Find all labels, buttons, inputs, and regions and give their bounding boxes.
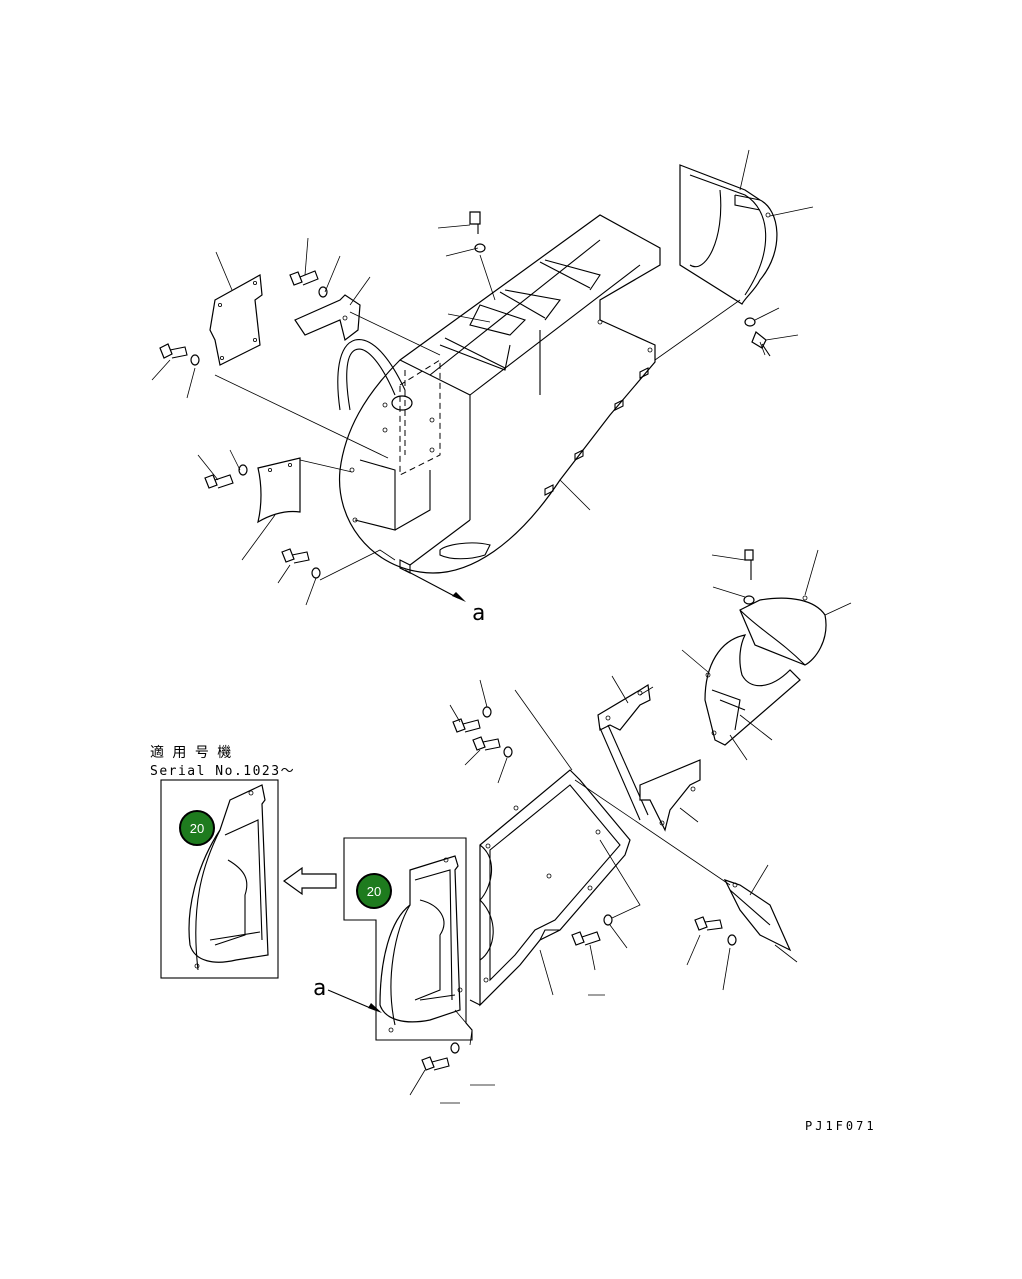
- callout-circle-current[interactable]: [356, 873, 392, 909]
- callout-number-current: 20: [367, 884, 381, 899]
- view-label-a-top: a: [472, 601, 485, 626]
- callout-current[interactable]: 20: [356, 873, 392, 909]
- upper-leaders: [151, 149, 814, 606]
- callout-circle-serial[interactable]: [179, 810, 215, 846]
- detail-box-serial: [160, 779, 279, 979]
- callout-serial[interactable]: 20: [179, 810, 215, 846]
- callout-number-serial: 20: [190, 821, 204, 836]
- detail-box-current: [343, 837, 473, 1041]
- direction-arrow: [282, 866, 337, 896]
- guard-frame: [469, 769, 631, 1007]
- front-cover: [257, 457, 301, 524]
- upper-bolt-set: [159, 211, 771, 579]
- lower-leaders: [327, 549, 852, 1104]
- lower-assembly: a 20 20 適 用 号 機 Serial No.1023～: [150, 549, 852, 1104]
- main-housing: [337, 214, 661, 574]
- upper-assembly: a: [151, 149, 814, 626]
- bracket: [294, 294, 361, 342]
- rear-cover: [679, 164, 778, 305]
- small-brackets: [597, 683, 792, 952]
- semicircle-cover: [704, 595, 827, 746]
- side-plate: [209, 274, 263, 366]
- drawing-code: PJ1F071: [805, 1119, 877, 1133]
- applicability-serial: Serial No.1023～: [150, 764, 295, 779]
- view-label-a-bottom: a: [313, 976, 326, 1001]
- applicability-heading: 適 用 号 機: [150, 744, 231, 761]
